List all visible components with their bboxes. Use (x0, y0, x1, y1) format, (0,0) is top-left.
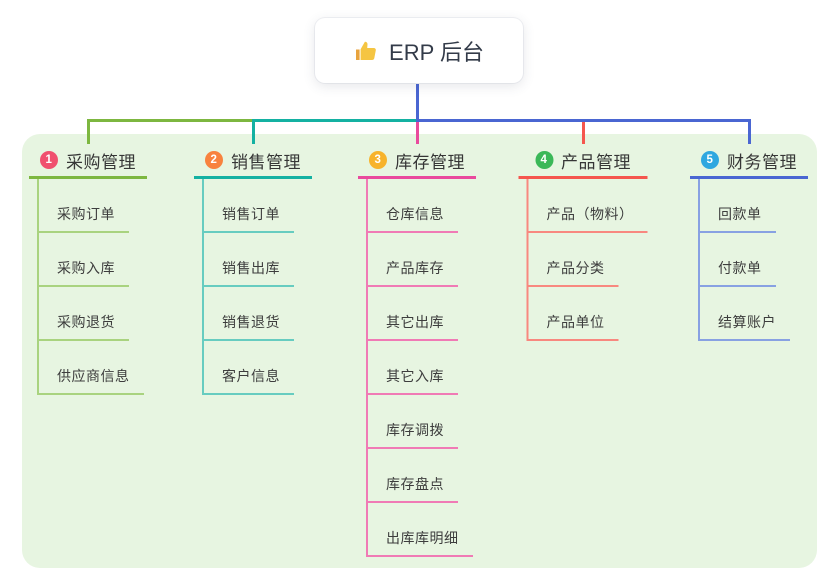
branch-label[interactable]: 3 库存管理 (358, 144, 476, 179)
mindmap-subitem[interactable]: 回款单 (700, 179, 776, 233)
branch-subtree: 销售订单 销售出库 销售退货 客户信息 (202, 179, 294, 395)
branch: 4 产品管理 产品（物料） 产品分类 产品单位 (518, 144, 648, 341)
branch-subtree: 采购订单 采购入库 采购退货 供应商信息 (37, 179, 144, 395)
mindmap-subitem[interactable]: 付款单 (700, 233, 776, 287)
mindmap-subitem[interactable]: 销售订单 (204, 179, 294, 233)
subitem-label: 采购入库 (57, 260, 115, 276)
mindmap-subitem[interactable]: 出库库明细 (368, 503, 473, 557)
mindmap-subitem[interactable]: 结算账户 (700, 287, 790, 341)
mindmap-subitem[interactable]: 客户信息 (204, 341, 294, 395)
connector-line-vertical (416, 83, 419, 122)
subitem-label: 其它入库 (386, 368, 444, 384)
subitem-label: 结算账户 (718, 314, 776, 330)
root-label: ERP 后台 (389, 39, 484, 65)
branch: 1 采购管理 采购订单 采购入库 采购退货 供应商信息 (29, 144, 147, 395)
mindmap-subitem[interactable]: 产品（物料） (528, 179, 648, 233)
subitem-label: 库存调拨 (386, 422, 444, 438)
mindmap-subitem[interactable]: 产品分类 (528, 233, 619, 287)
branch: 2 销售管理 销售订单 销售出库 销售退货 客户信息 (194, 144, 312, 395)
mindmap-subitem[interactable]: 其它出库 (368, 287, 458, 341)
connector-line-vertical (86, 118, 90, 144)
mindmap-subitem[interactable]: 采购退货 (39, 287, 129, 341)
connector-line-horizontal (416, 118, 751, 122)
subitem-label: 其它出库 (386, 314, 444, 330)
subitem-label: 采购退货 (57, 314, 115, 330)
mindmap-subitem[interactable]: 采购入库 (39, 233, 129, 287)
subitem-label: 付款单 (718, 260, 762, 276)
subitem-label: 库存盘点 (386, 476, 444, 492)
subitem-label: 仓库信息 (386, 206, 444, 222)
thumbs-up-icon (354, 39, 378, 63)
branch-title: 销售管理 (231, 152, 301, 172)
subitem-label: 出库库明细 (386, 530, 459, 546)
subitem-label: 产品（物料） (546, 206, 634, 222)
connector-line-vertical (251, 118, 255, 144)
mindmap-subitem[interactable]: 产品单位 (528, 287, 619, 341)
connector-line-vertical (581, 118, 585, 144)
subitem-label: 产品分类 (546, 260, 605, 276)
subitem-label: 产品库存 (386, 260, 444, 276)
subitem-label: 销售订单 (222, 206, 280, 222)
mindmap-subitem[interactable]: 库存盘点 (368, 449, 458, 503)
branch: 5 财务管理 回款单 付款单 结算账户 (690, 144, 808, 341)
mindmap-subitem[interactable]: 采购订单 (39, 179, 129, 233)
subitem-label: 销售出库 (222, 260, 280, 276)
subitem-label: 销售退货 (222, 314, 280, 330)
branch-label[interactable]: 1 采购管理 (29, 144, 147, 179)
branch-title: 财务管理 (727, 152, 797, 172)
branch-number-badge: 3 (369, 151, 387, 169)
branch-number-badge: 1 (40, 151, 58, 169)
connector-line-horizontal (251, 118, 419, 122)
mindmap-subitem[interactable]: 产品库存 (368, 233, 458, 287)
branch: 3 库存管理 仓库信息 产品库存 其它出库 其它入库 库存调拨 库存盘点 出库库… (358, 144, 476, 557)
branch-label[interactable]: 2 销售管理 (194, 144, 312, 179)
branch-subtree: 仓库信息 产品库存 其它出库 其它入库 库存调拨 库存盘点 出库库明细 (366, 179, 473, 557)
subitem-label: 回款单 (718, 206, 762, 222)
branch-number-badge: 4 (535, 151, 553, 169)
subitem-label: 供应商信息 (57, 368, 130, 384)
branch-number-badge: 2 (205, 151, 223, 169)
connector-line-horizontal (86, 118, 255, 122)
subitem-label: 产品单位 (546, 314, 605, 330)
branch-title: 库存管理 (395, 152, 465, 172)
mindmap-subitem[interactable]: 仓库信息 (368, 179, 458, 233)
branch-title: 产品管理 (561, 152, 631, 172)
mindmap-subitem[interactable]: 销售出库 (204, 233, 294, 287)
root-node[interactable]: ERP 后台 (315, 18, 523, 83)
mindmap-panel (22, 134, 817, 568)
subitem-label: 采购订单 (57, 206, 115, 222)
mindmap-subitem[interactable]: 其它入库 (368, 341, 458, 395)
mindmap-subitem[interactable]: 供应商信息 (39, 341, 144, 395)
connector-line-vertical (415, 118, 419, 144)
connector-line-vertical (747, 118, 751, 144)
branch-subtree: 产品（物料） 产品分类 产品单位 (526, 179, 648, 341)
branch-subtree: 回款单 付款单 结算账户 (698, 179, 790, 341)
mindmap-subitem[interactable]: 库存调拨 (368, 395, 458, 449)
mindmap-subitem[interactable]: 销售退货 (204, 287, 294, 341)
branch-number-badge: 5 (701, 151, 719, 169)
subitem-label: 客户信息 (222, 368, 280, 384)
branch-title: 采购管理 (66, 152, 136, 172)
branch-label[interactable]: 4 产品管理 (518, 144, 648, 179)
branch-label[interactable]: 5 财务管理 (690, 144, 808, 179)
